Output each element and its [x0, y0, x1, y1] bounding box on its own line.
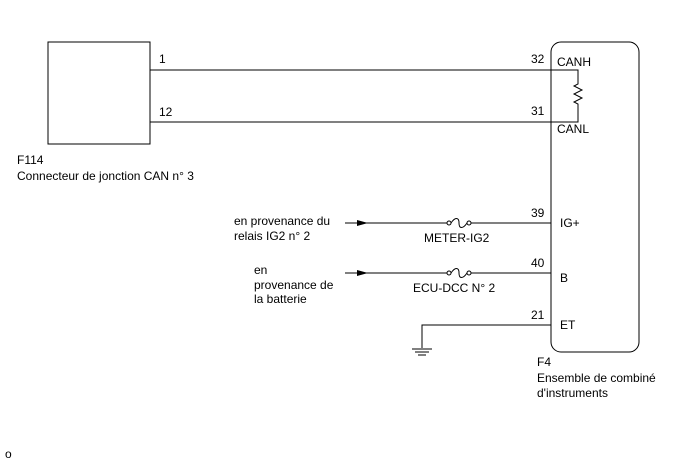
source-battery-line3: la batterie	[254, 292, 307, 306]
f114-pin-canl: 12	[159, 105, 173, 119]
f4-pin-b-number: 40	[531, 256, 545, 270]
cluster-f4-name-line2: d'instruments	[537, 386, 608, 400]
ground-icon	[412, 348, 432, 356]
fuse-meter-ig2-icon	[446, 218, 472, 228]
cluster-f4-code: F4	[537, 355, 551, 369]
fuse-ecu-dcc-icon	[446, 268, 472, 278]
connector-f114-name: Connecteur de jonction CAN n° 3	[17, 169, 194, 183]
fuse-meter-ig2-label: METER-IG2	[424, 231, 490, 245]
f4-pin-ig-number: 39	[531, 206, 545, 220]
et-wire	[421, 324, 551, 348]
connector-f114-code: F114	[17, 153, 44, 167]
f4-pin-b-label: B	[560, 271, 568, 285]
source-battery-line1: en	[254, 263, 267, 277]
source-ig2-line1: en provenance du	[234, 214, 330, 228]
f4-pin-canh-label: CANH	[557, 55, 591, 69]
footer-mark: o	[5, 447, 12, 461]
connector-f114-box	[47, 41, 151, 145]
cluster-f4-box	[550, 41, 640, 353]
f4-pin-canh-number: 32	[531, 52, 545, 66]
f4-pin-ig-label: IG+	[560, 216, 580, 230]
source-battery-line2: provenance de	[254, 278, 334, 292]
f4-pin-canl-number: 31	[531, 104, 545, 118]
ig-arrow-icon	[357, 220, 368, 226]
cluster-f4-name-line1: Ensemble de combiné	[537, 371, 656, 385]
f114-pin-canh: 1	[159, 52, 166, 66]
source-ig2-line2: relais IG2 n° 2	[234, 229, 310, 243]
f4-pin-canl-label: CANL	[557, 122, 589, 136]
termination-resistor-symbol	[551, 69, 584, 123]
f4-pin-et-number: 21	[531, 308, 545, 322]
fuse-ecu-dcc-label: ECU-DCC N° 2	[413, 281, 495, 295]
b-arrow-icon	[357, 270, 368, 276]
f4-pin-et-label: ET	[560, 318, 576, 332]
